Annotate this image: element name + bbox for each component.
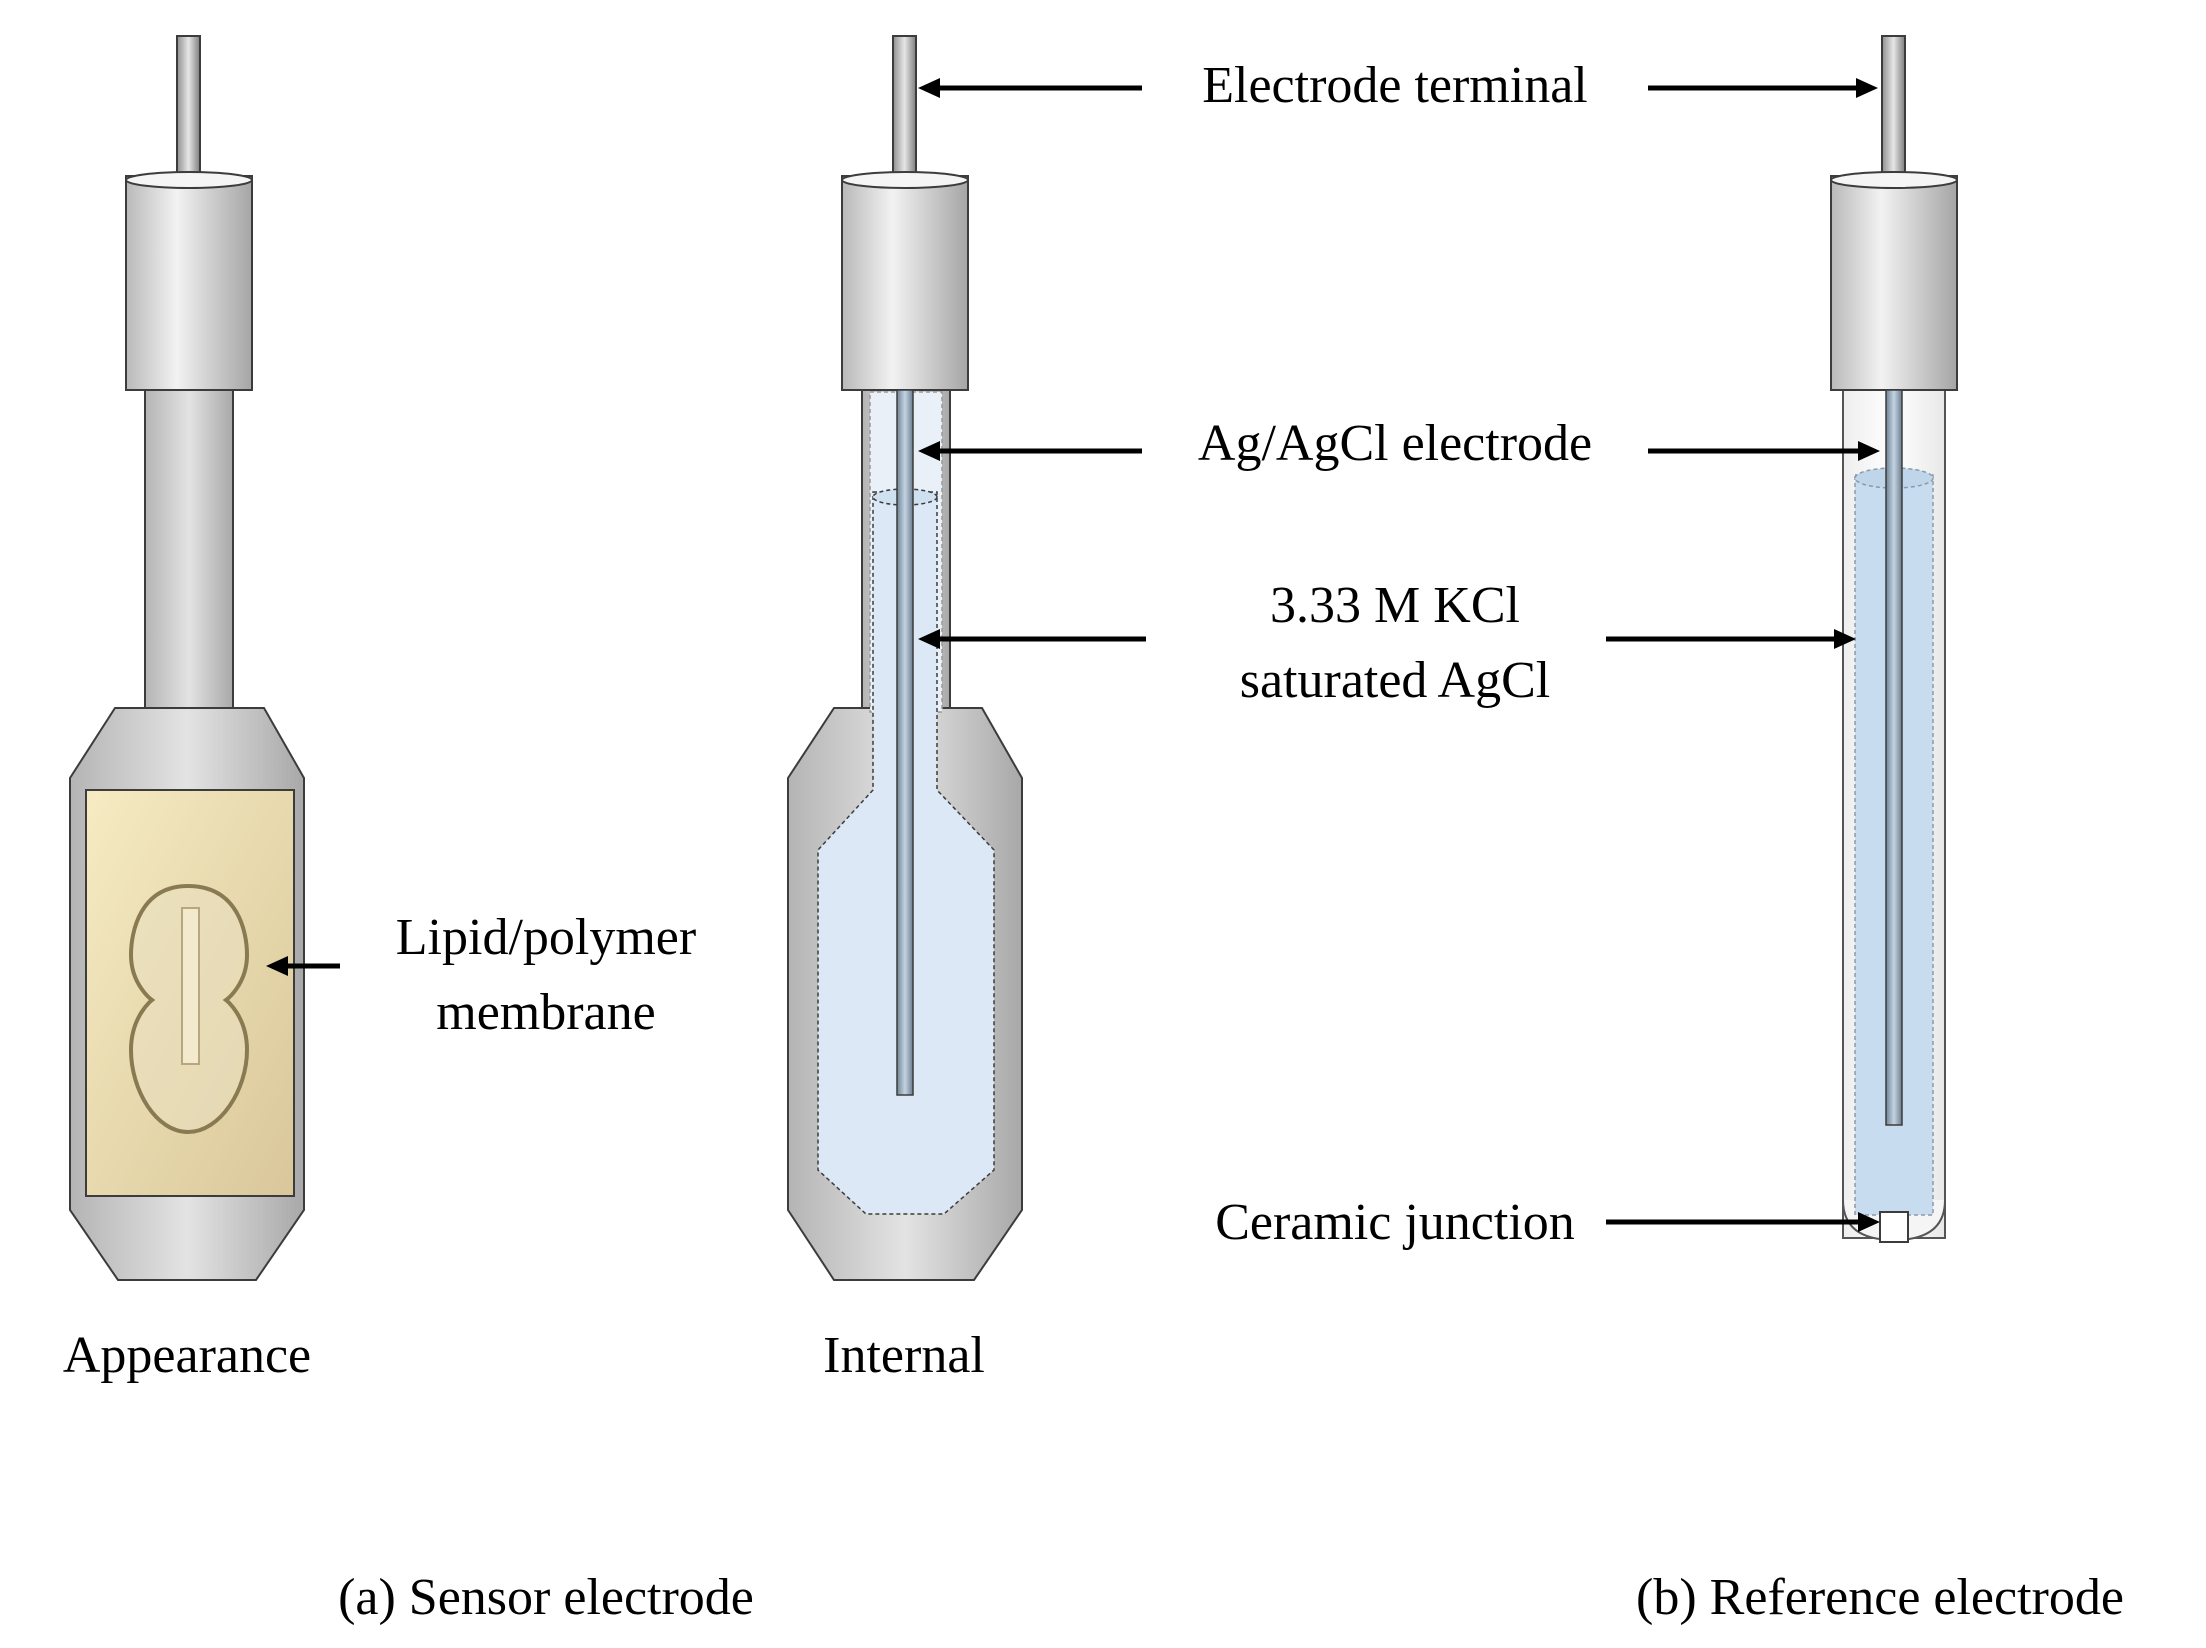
label-internal: Internal (823, 1327, 985, 1384)
cap-top-ellipse (841, 171, 969, 189)
membrane-slot (181, 907, 200, 1065)
connector-cap (125, 175, 253, 391)
label-electrode-terminal: Electrode terminal (1202, 57, 1587, 114)
label-kcl-line2: saturated AgCl (1240, 652, 1551, 709)
connector-cap (841, 175, 969, 391)
terminal-rod (892, 35, 917, 187)
caption-reference-electrode: (b) Reference electrode (1636, 1569, 2124, 1626)
cap-top-ellipse (125, 171, 253, 189)
labels: Electrode terminal Ag/AgCl electrode 3.3… (63, 57, 2124, 1626)
electrode-neck (144, 389, 234, 711)
ceramic-junction-plug (1879, 1211, 1909, 1243)
arrowhead (1834, 629, 1856, 649)
label-ag-agcl-electrode: Ag/AgCl electrode (1198, 415, 1592, 472)
arrowhead (266, 956, 288, 976)
terminal-rod (1881, 35, 1906, 187)
arrowhead (918, 629, 940, 649)
reference-electrode (1830, 35, 1958, 1243)
arrowhead (1858, 1212, 1880, 1232)
arrowhead (918, 441, 940, 461)
label-lipid-line1: Lipid/polymer (396, 909, 696, 966)
arrowhead (1858, 441, 1880, 461)
cap-top-ellipse (1830, 171, 1958, 189)
label-appearance: Appearance (63, 1327, 311, 1384)
label-lipid-line2: membrane (436, 984, 655, 1041)
arrows (266, 78, 1880, 1232)
appearance-electrode (69, 35, 305, 1281)
ag-agcl-rod (896, 389, 914, 1096)
caption-sensor-electrode: (a) Sensor electrode (338, 1569, 754, 1626)
arrowhead (1856, 78, 1878, 98)
ag-agcl-rod (1885, 389, 1903, 1126)
connector-cap (1830, 175, 1958, 391)
label-kcl-line1: 3.33 M KCl (1270, 577, 1520, 634)
internal-electrode (787, 35, 1023, 1281)
terminal-rod (176, 35, 201, 187)
label-ceramic-junction: Ceramic junction (1215, 1194, 1575, 1251)
arrowhead (918, 78, 940, 98)
